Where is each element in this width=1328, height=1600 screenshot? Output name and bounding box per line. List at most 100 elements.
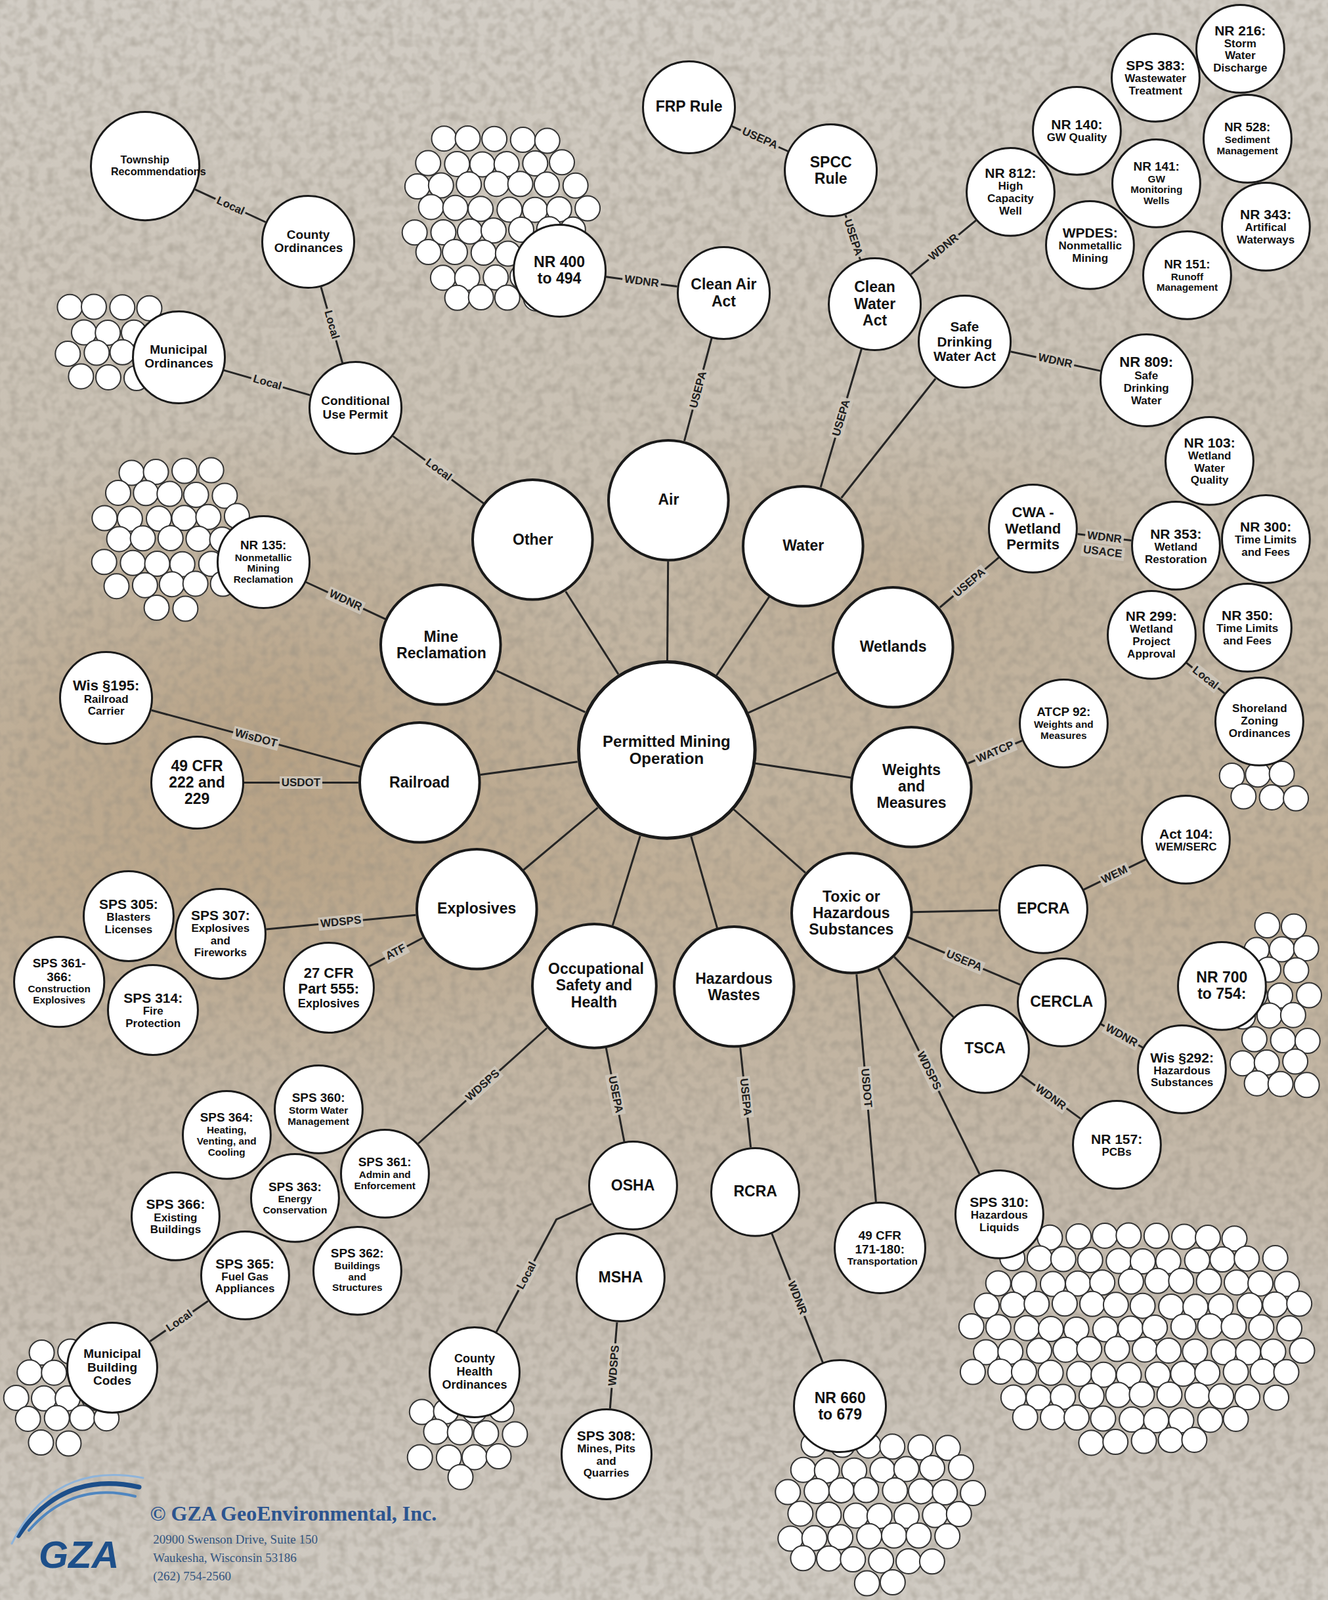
node-text-block: NR 400 to 494 [525,254,594,288]
connector-line [223,370,311,396]
connector-line [755,763,852,778]
node-heading: Other [488,531,578,549]
circle-shape [1165,417,1254,506]
regulation-circle: Wis §195:Railroad Carrier [59,651,153,746]
circle-shape [1203,583,1292,672]
node-heading: SPS 308: [573,1428,640,1444]
node-body: Railroad Carrier [72,693,141,719]
node-body: Hazardous Liquids [966,1209,1032,1235]
node-heading: 27 CFR Part 555: [295,965,362,998]
connector-line [748,672,838,714]
pebble-circle [787,1501,813,1527]
pebble-circle [868,1548,894,1574]
pebble-circle [804,1478,830,1504]
regulation-circle: County Ordinances [261,194,356,289]
node-text-block: Air [624,491,713,509]
category-circle: Railroad [358,721,482,845]
pebble-circle [15,1406,41,1432]
pebble-circle [919,1549,945,1575]
node-body: Nonmetallic Mining [1057,240,1123,265]
node-heading: Wetlands [848,638,938,656]
connector-line [480,762,578,776]
node-text-block: EPCRA [1010,901,1076,918]
regulation-circle: NR 103:Wetland Water Quality [1164,416,1255,507]
address-line: Waukesha, Wisconsin 53186 [152,1551,297,1566]
pebble-circle [28,1430,54,1456]
node-body: Energy Conservation [262,1194,328,1217]
agency-label: WDSPS [605,1342,622,1389]
pebble-circle [816,1546,842,1572]
pebble-circle [1276,1316,1302,1342]
pebble-circle [110,340,136,365]
pebble-circle [1040,1404,1066,1430]
circle-shape [67,1322,158,1413]
node-heading: TSCA [952,1041,1018,1058]
node-heading: EPCRA [1010,901,1076,918]
regulation-circle: NR 700 to 754: [1177,941,1267,1032]
node-text-block: NR 135:Nonmetallic Mining Reclamation [229,538,298,586]
circle-shape [1046,200,1135,289]
pebble-circle [1195,1225,1221,1251]
pebble-circle [1104,1337,1130,1363]
connector-line [771,1234,824,1363]
node-text-block: NR 343:Artifical Waterways [1233,206,1299,247]
node-heading: SPS 305: [95,896,162,912]
circle-shape [1017,958,1106,1047]
node-body: Admin and Enforcement [352,1169,418,1193]
circle-shape [794,1360,887,1453]
pebble-circle [1198,1407,1223,1433]
node-body: GW Quality [1044,131,1110,145]
pebble-circle [1079,1291,1105,1317]
node-text-block: 49 CFR 171-180:Transportation [847,1229,913,1268]
agency-label: Local [421,454,456,486]
node-heading: NR 140: [1044,116,1110,132]
regulation-circle: NR 216:Storm Water Discharge [1195,3,1286,94]
pebble-circle [423,1419,449,1445]
regulation-circle: NR 141:GW Monitoring Wells [1111,138,1202,229]
pebble-circle [17,1360,43,1386]
regulation-circle: SPS 366:Existing Buildings [130,1171,221,1262]
connector-line [418,1028,547,1145]
node-body: Weights and Measures [1031,719,1097,742]
node-heading: Wis §292: [1149,1049,1215,1065]
circle-shape [262,195,355,288]
pebble-circle [1184,1383,1210,1409]
pebble-circle [1118,1269,1144,1295]
node-body: PCBs [1084,1146,1150,1160]
pebble-circle [107,526,132,552]
node-heading: FRP Rule [655,99,724,116]
circle-shape [1100,334,1193,427]
circle-shape [132,311,225,404]
connector-line [911,220,977,275]
pebble-circle [854,1571,880,1597]
pebble-circle [856,1524,882,1550]
agency-label: USEPA [686,367,710,411]
node-text-block: Wetlands [848,638,938,656]
node-text-block: NR 157:PCBs [1084,1131,1150,1160]
regulation-circle: Shoreland Zoning Ordinances [1214,676,1305,767]
node-body: Explosives [295,997,362,1011]
connector-line [856,974,877,1203]
node-body: Storm Water Discharge [1207,38,1273,75]
circle-shape [711,1148,800,1237]
pebble-circle [1223,1360,1249,1386]
node-heading: SPS 361-366: [25,957,92,985]
pebble-circle [456,171,482,197]
circle-shape [1112,139,1201,228]
pebble-circle [1237,1293,1263,1319]
pebble-circle [985,1271,1011,1297]
circle-shape [1196,5,1285,94]
pebble-circle [132,573,158,599]
agency-label: USEPA [949,563,990,601]
connector-line [305,582,386,620]
node-text-block: ATCP 92:Weights and Measures [1031,705,1097,742]
pebble-circle [1263,1385,1289,1411]
agency-label: WDNR [924,229,963,265]
pebble-circle [1296,983,1322,1009]
circle-shape [941,1005,1030,1094]
node-heading: NR 700 to 754: [1189,969,1255,1004]
node-text-block: NR 660 to 679 [806,1389,875,1424]
node-heading: NR 157: [1084,1131,1150,1147]
circle-shape [677,246,770,339]
category-circle: Toxic or Hazardous Substances [790,852,914,975]
